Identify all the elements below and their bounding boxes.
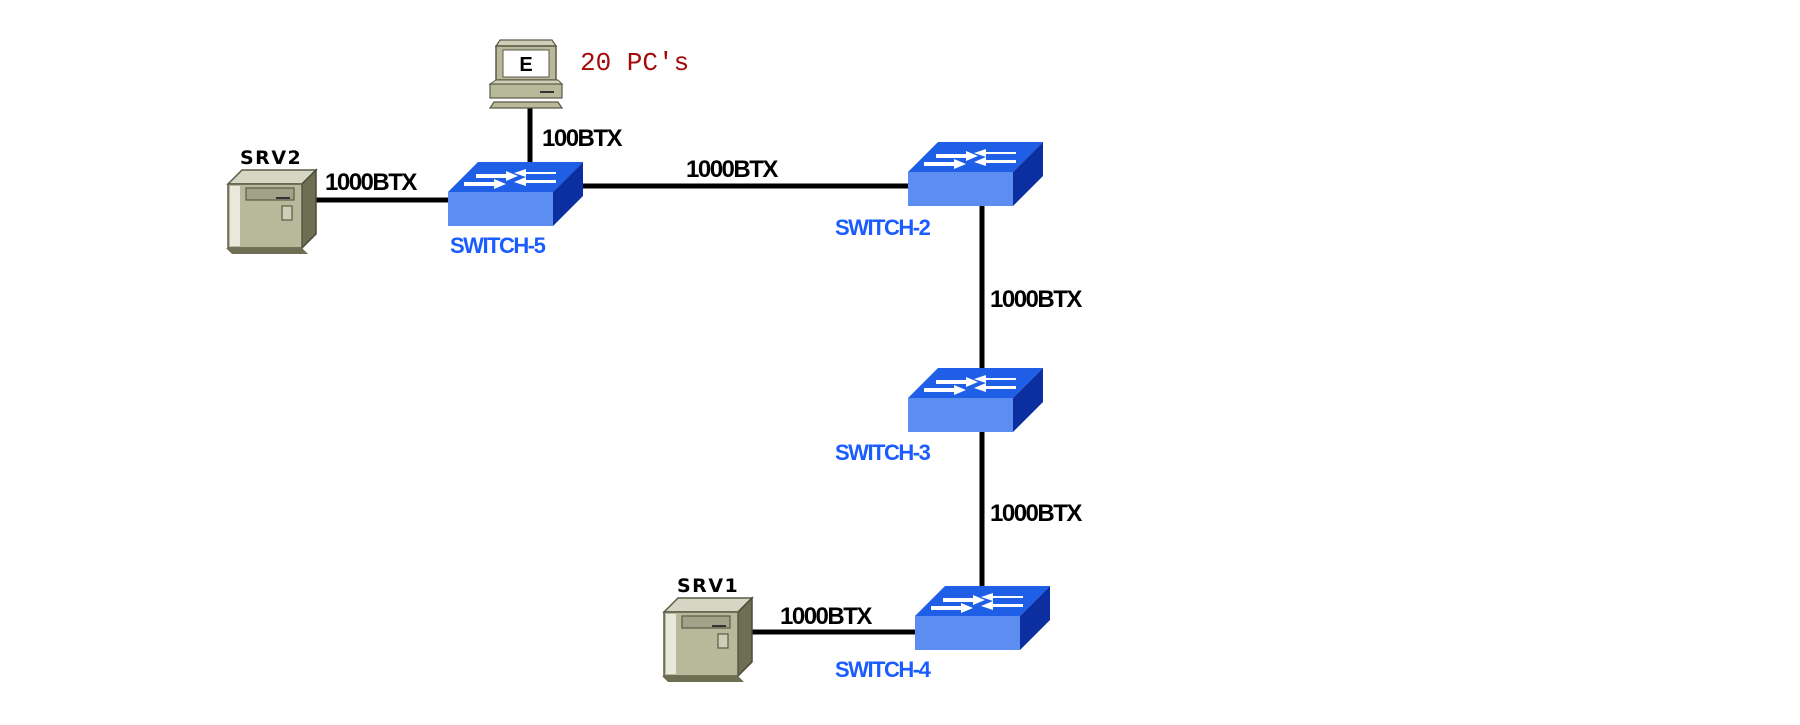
switch3-node[interactable] xyxy=(908,368,1043,432)
link-label-switch3-switch4: 1000BTX xyxy=(990,500,1082,527)
link-label-switch2-switch3: 1000BTX xyxy=(990,286,1082,313)
link-label-pc-switch5: 100BTX xyxy=(542,125,623,152)
switch5-node[interactable] xyxy=(448,162,583,226)
srv1-label: SRV1 xyxy=(677,575,739,597)
switch2-node[interactable] xyxy=(908,142,1043,206)
pc-group-node[interactable]: E xyxy=(488,39,564,109)
switch3-label: SWITCH-3 xyxy=(835,440,931,465)
server-icon xyxy=(225,169,317,255)
switch4-node[interactable] xyxy=(915,586,1050,650)
srv1-node[interactable] xyxy=(661,597,753,683)
server-icon xyxy=(661,597,753,683)
pc-icon: E xyxy=(488,39,564,109)
link-label-srv2-switch5: 1000BTX xyxy=(325,169,417,196)
pc-screen-letter: E xyxy=(519,54,532,76)
srv2-node[interactable] xyxy=(225,169,317,255)
switch-icon xyxy=(908,142,1043,206)
switch4-label: SWITCH-4 xyxy=(835,657,932,682)
switch2-label: SWITCH-2 xyxy=(835,215,931,240)
switch-icon xyxy=(915,586,1050,650)
switch-icon xyxy=(448,162,583,226)
switch-icon xyxy=(908,368,1043,432)
pc-count-label: 20 PC's xyxy=(580,48,689,78)
switch5-label: SWITCH-5 xyxy=(450,233,546,258)
srv2-label: SRV2 xyxy=(240,147,302,169)
link-label-srv1-switch4: 1000BTX xyxy=(780,603,872,630)
link-label-switch5-switch2: 1000BTX xyxy=(686,156,778,183)
